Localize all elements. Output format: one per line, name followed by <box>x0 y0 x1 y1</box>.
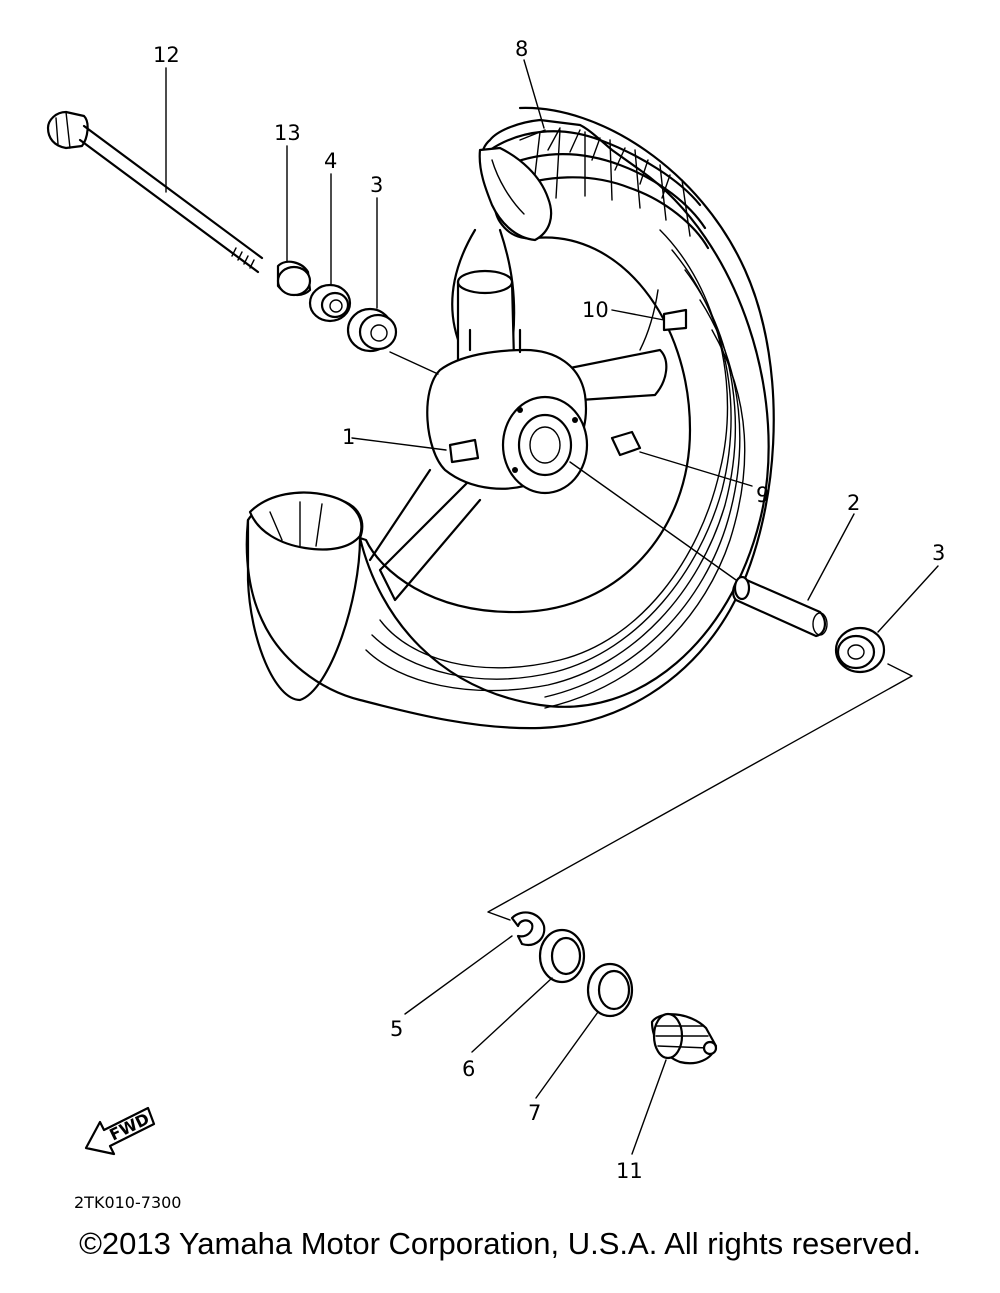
fwd-arrow-icon: FWD <box>84 1106 156 1156</box>
callout-3a: 3 <box>370 173 383 197</box>
callout-8: 8 <box>515 37 528 61</box>
meter-gear-unit <box>650 1012 718 1065</box>
leader-1 <box>351 437 447 451</box>
callout-12: 12 <box>153 43 180 67</box>
spacer-collar <box>732 575 828 638</box>
bearing-left <box>346 307 439 375</box>
callout-11: 11 <box>616 1159 643 1183</box>
callout-9: 9 <box>756 483 769 507</box>
callout-13: 13 <box>274 121 301 145</box>
leader-11 <box>631 1059 667 1155</box>
bearing-right <box>834 626 886 674</box>
axle-collar <box>276 260 312 297</box>
callout-3b: 3 <box>932 541 945 565</box>
fwd-label: FWD <box>106 1109 152 1144</box>
wheel-spokes <box>368 228 668 602</box>
callout-1: 1 <box>342 425 355 449</box>
wheel-rim-tire <box>245 106 775 730</box>
valve-stem <box>610 430 642 457</box>
leader-7 <box>535 1011 599 1099</box>
rim-clip <box>662 308 688 332</box>
callout-6: 6 <box>462 1057 475 1081</box>
diagram-code: 2TK010-7300 <box>74 1193 181 1212</box>
leader-6 <box>471 977 553 1053</box>
leader-8 <box>523 59 545 129</box>
leader-5 <box>404 935 513 1015</box>
bearing-outer <box>586 962 634 1018</box>
leader-2 <box>807 513 855 601</box>
circlip <box>510 911 546 946</box>
oil-seal-right <box>538 928 586 984</box>
leader-9 <box>639 451 753 487</box>
callout-4: 4 <box>324 149 337 173</box>
oil-seal-left <box>308 283 352 323</box>
copyright-notice: ©2013 Yamaha Motor Corporation, U.S.A. A… <box>79 1226 921 1261</box>
leader-10 <box>611 309 665 321</box>
wheel-hub <box>426 328 589 495</box>
callout-10: 10 <box>582 298 609 322</box>
leader-3b <box>877 565 939 633</box>
callout-2: 2 <box>847 491 860 515</box>
callout-5: 5 <box>390 1017 403 1041</box>
callout-7: 7 <box>528 1101 541 1125</box>
front-axle <box>46 110 264 274</box>
